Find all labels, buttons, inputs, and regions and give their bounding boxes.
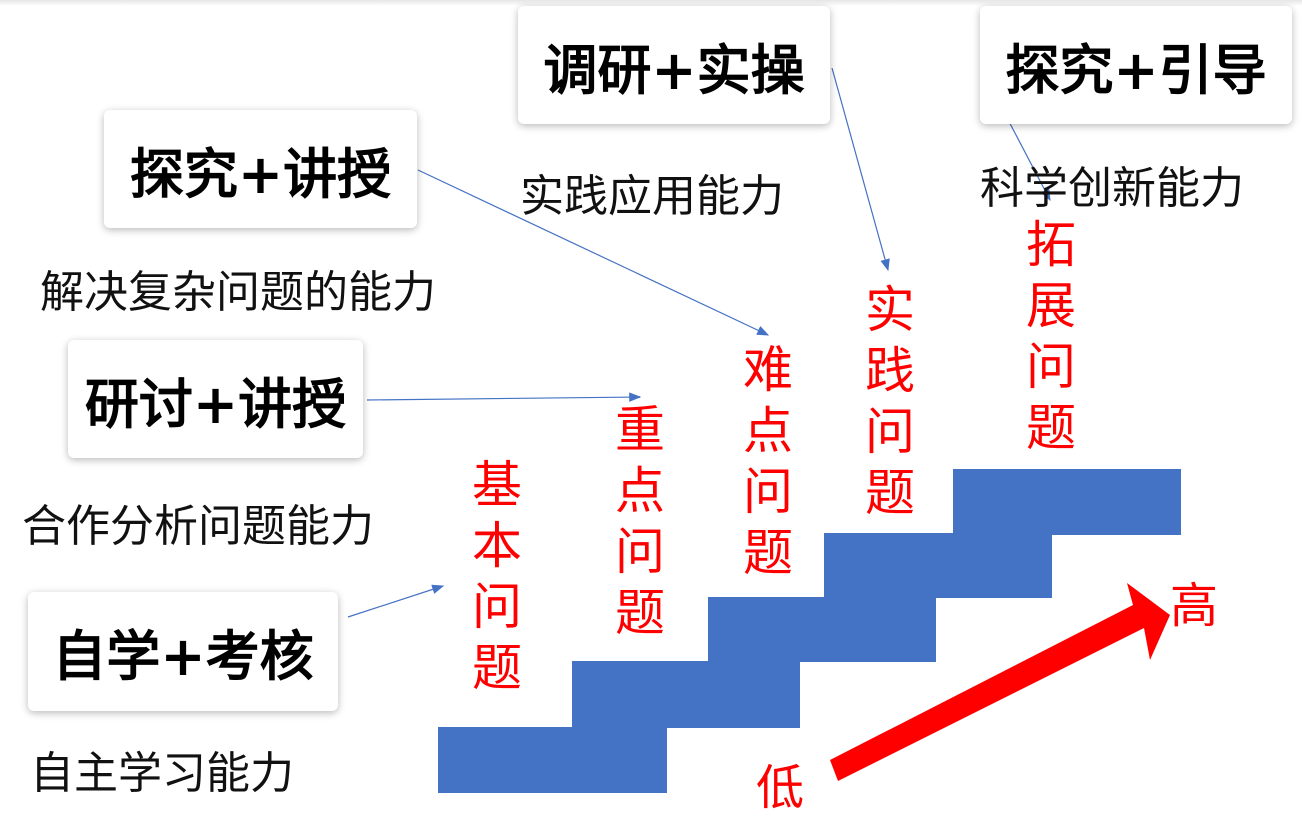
ability-label-complex-problem: 解决复杂问题的能力 [40, 267, 436, 318]
method-box-research-practice: 调研+实操 [518, 6, 830, 124]
stair-step-4 [824, 533, 1052, 598]
ability-label-innovation: 科学创新能力 [980, 163, 1244, 214]
step-label-extension: 拓展问题 [1026, 216, 1076, 457]
stair-step-5 [953, 469, 1181, 535]
low-label: 低 [756, 760, 805, 816]
staircase [438, 469, 1181, 793]
step-label-basic: 基本问题 [472, 456, 522, 697]
stair-step-1 [438, 727, 667, 793]
connector-arrow-4 [831, 67, 890, 272]
method-box-inquiry-guide: 探究+引导 [980, 6, 1292, 124]
top-shade [0, 0, 1302, 6]
low-to-high-arrow [830, 583, 1170, 781]
method-box-self-study: 自学+考核 [28, 592, 338, 711]
step-label-difficult: 难点问题 [743, 341, 793, 582]
ability-label-practical: 实践应用能力 [520, 171, 784, 222]
ability-label-cooperative-analysis: 合作分析问题能力 [22, 501, 374, 552]
high-label: 高 [1170, 578, 1219, 634]
step-label-practice: 实践问题 [865, 281, 915, 522]
step-label-key: 重点问题 [615, 401, 665, 642]
stair-step-2 [572, 661, 800, 728]
method-box-seminar: 研讨+讲授 [68, 340, 363, 458]
connector-arrow-3 [417, 169, 770, 336]
stair-step-3 [708, 597, 936, 662]
connector-arrow-1 [347, 584, 445, 618]
ability-label-self-learning: 自主学习能力 [30, 748, 294, 799]
connector-arrow-2 [366, 392, 642, 402]
method-box-inquiry-lecture: 探究+讲授 [104, 110, 417, 228]
